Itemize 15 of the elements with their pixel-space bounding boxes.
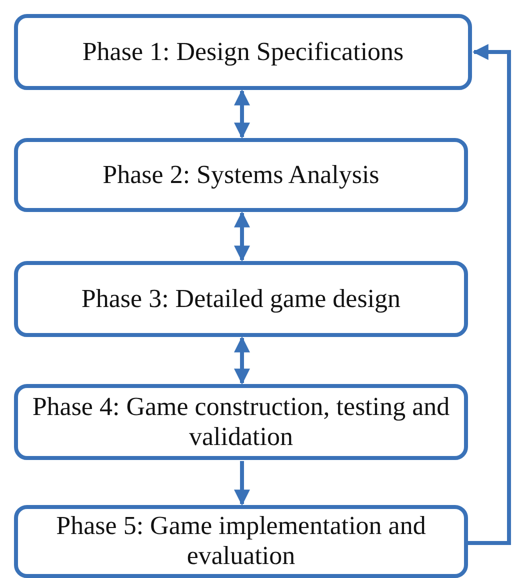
arrow	[234, 89, 250, 139]
arrow	[234, 461, 250, 506]
box-label: Phase 5: Game implementation and evaluation	[55, 511, 427, 571]
box-label: Phase 2: Systems Analysis	[102, 160, 380, 190]
box-label: Phase 1: Design Specifications	[82, 37, 404, 67]
arrow	[234, 336, 250, 385]
process-box	[14, 505, 468, 578]
box-label: Phase 4: Game construction, testing and validation	[31, 392, 451, 452]
arrow	[234, 211, 250, 262]
process-box	[14, 384, 468, 460]
process-box	[14, 14, 472, 90]
process-box	[14, 261, 468, 337]
arrow	[468, 44, 511, 545]
box-label: Phase 3: Detailed game design	[81, 284, 401, 314]
process-box	[14, 138, 468, 212]
